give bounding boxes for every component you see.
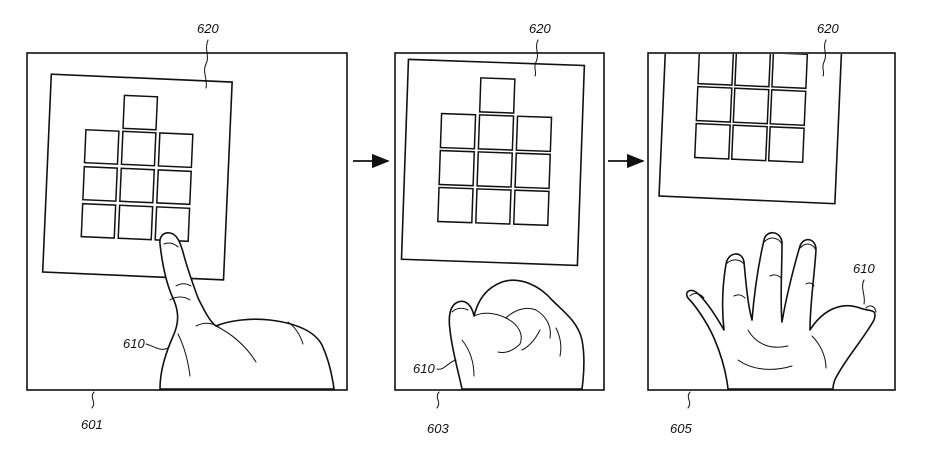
label-610: 610 <box>853 261 875 276</box>
key-grid <box>695 50 808 163</box>
label-620: 620 <box>817 21 839 36</box>
label-620: 620 <box>529 21 551 36</box>
panel-603: 620 610 603 <box>395 21 604 436</box>
label-610: 610 <box>123 336 145 351</box>
panel-601: 620 610 601 <box>27 21 347 432</box>
label-620: 620 <box>197 21 219 36</box>
virtual-ui-card <box>43 74 232 280</box>
label-601: 601 <box>81 417 103 432</box>
label-605: 605 <box>670 421 692 436</box>
virtual-ui-card <box>401 59 584 265</box>
label-610: 610 <box>413 361 435 376</box>
panel-605: 620 610 605 <box>648 21 895 436</box>
label-603: 603 <box>427 421 449 436</box>
